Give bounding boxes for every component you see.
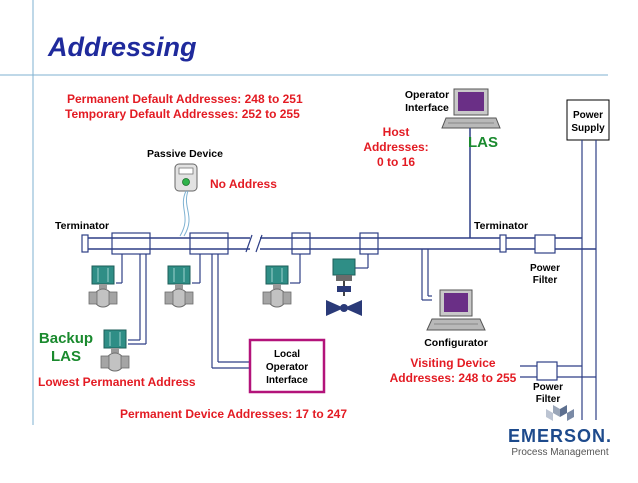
temp-default-text: Temporary Default Addresses: 252 to 255 <box>65 107 300 121</box>
operator-interface-label-1: Operator <box>405 89 449 101</box>
junction-box-4 <box>359 232 379 255</box>
junction-box-2 <box>189 232 229 255</box>
process-management-text: Process Management <box>511 447 608 458</box>
power-supply-label-2: Supply <box>571 123 605 134</box>
perm-default-text: Permanent Default Addresses: 248 to 251 <box>67 92 303 106</box>
control-valve-icon <box>326 258 362 316</box>
host-addresses-line2: Addresses: <box>363 140 428 154</box>
visiting-device-label-2: Addresses: 248 to 255 <box>390 371 517 385</box>
host-addresses-line3: 0 to 16 <box>377 155 415 169</box>
operator-computer-icon <box>441 88 501 129</box>
emerson-logo: EMERSON. Process Management <box>508 405 612 458</box>
backup-las-label-1: Backup <box>39 330 93 347</box>
backup-las-transmitter-icon <box>100 329 130 372</box>
slide-title: Addressing <box>47 32 197 62</box>
terminator-right-label: Terminator <box>474 220 528 232</box>
terminator-left-icon <box>81 234 89 253</box>
local-operator-interface-box <box>248 338 326 394</box>
loi-label-1: Local <box>274 349 300 360</box>
backup-las-label-2: LAS <box>51 348 81 365</box>
perm-device-addresses: Permanent Device Addresses: 17 to 247 <box>120 407 347 421</box>
power-filter-2-box <box>536 361 558 381</box>
power-supply-label-1: Power <box>573 110 603 121</box>
passive-wire-a <box>179 190 187 237</box>
visiting-device-label-1: Visiting Device <box>410 356 495 370</box>
junction-box-1 <box>111 232 151 255</box>
emerson-emblem-icon <box>546 405 574 421</box>
junction-box-3 <box>291 232 311 255</box>
power-filter-1-label-1: Power <box>530 263 560 274</box>
las-label: LAS <box>468 134 498 151</box>
power-supply-box <box>566 99 610 141</box>
passive-device-label: Passive Device <box>147 148 223 160</box>
emerson-wordmark: EMERSON. <box>508 426 612 446</box>
trunk-bus <box>88 234 596 253</box>
passive-wire-b <box>183 190 190 237</box>
passive-device-icon <box>174 163 198 192</box>
host-addresses-line1: Host <box>383 125 410 139</box>
power-filter-2-label-2: Filter <box>536 394 561 405</box>
lowest-permanent-label: Lowest Permanent Address <box>38 375 196 389</box>
transmitter-3-icon <box>262 265 292 308</box>
power-filter-2-label-1: Power <box>533 382 563 393</box>
power-filter-2-lines <box>520 365 596 378</box>
terminator-right-icon <box>499 234 507 253</box>
loi-label-2: Operator <box>266 362 308 373</box>
power-filter-1-label-2: Filter <box>533 275 558 286</box>
no-address-label: No Address <box>210 177 277 191</box>
transmitter-1-icon <box>88 265 118 308</box>
configurator-label: Configurator <box>424 337 488 349</box>
operator-interface-label-2: Interface <box>405 102 449 114</box>
power-filter-1-box <box>534 234 556 254</box>
loi-label-3: Interface <box>266 375 308 386</box>
terminator-left-label: Terminator <box>55 220 109 232</box>
spur-lines <box>116 249 432 369</box>
configurator-computer-icon <box>426 289 486 331</box>
transmitter-2-icon <box>164 265 194 308</box>
